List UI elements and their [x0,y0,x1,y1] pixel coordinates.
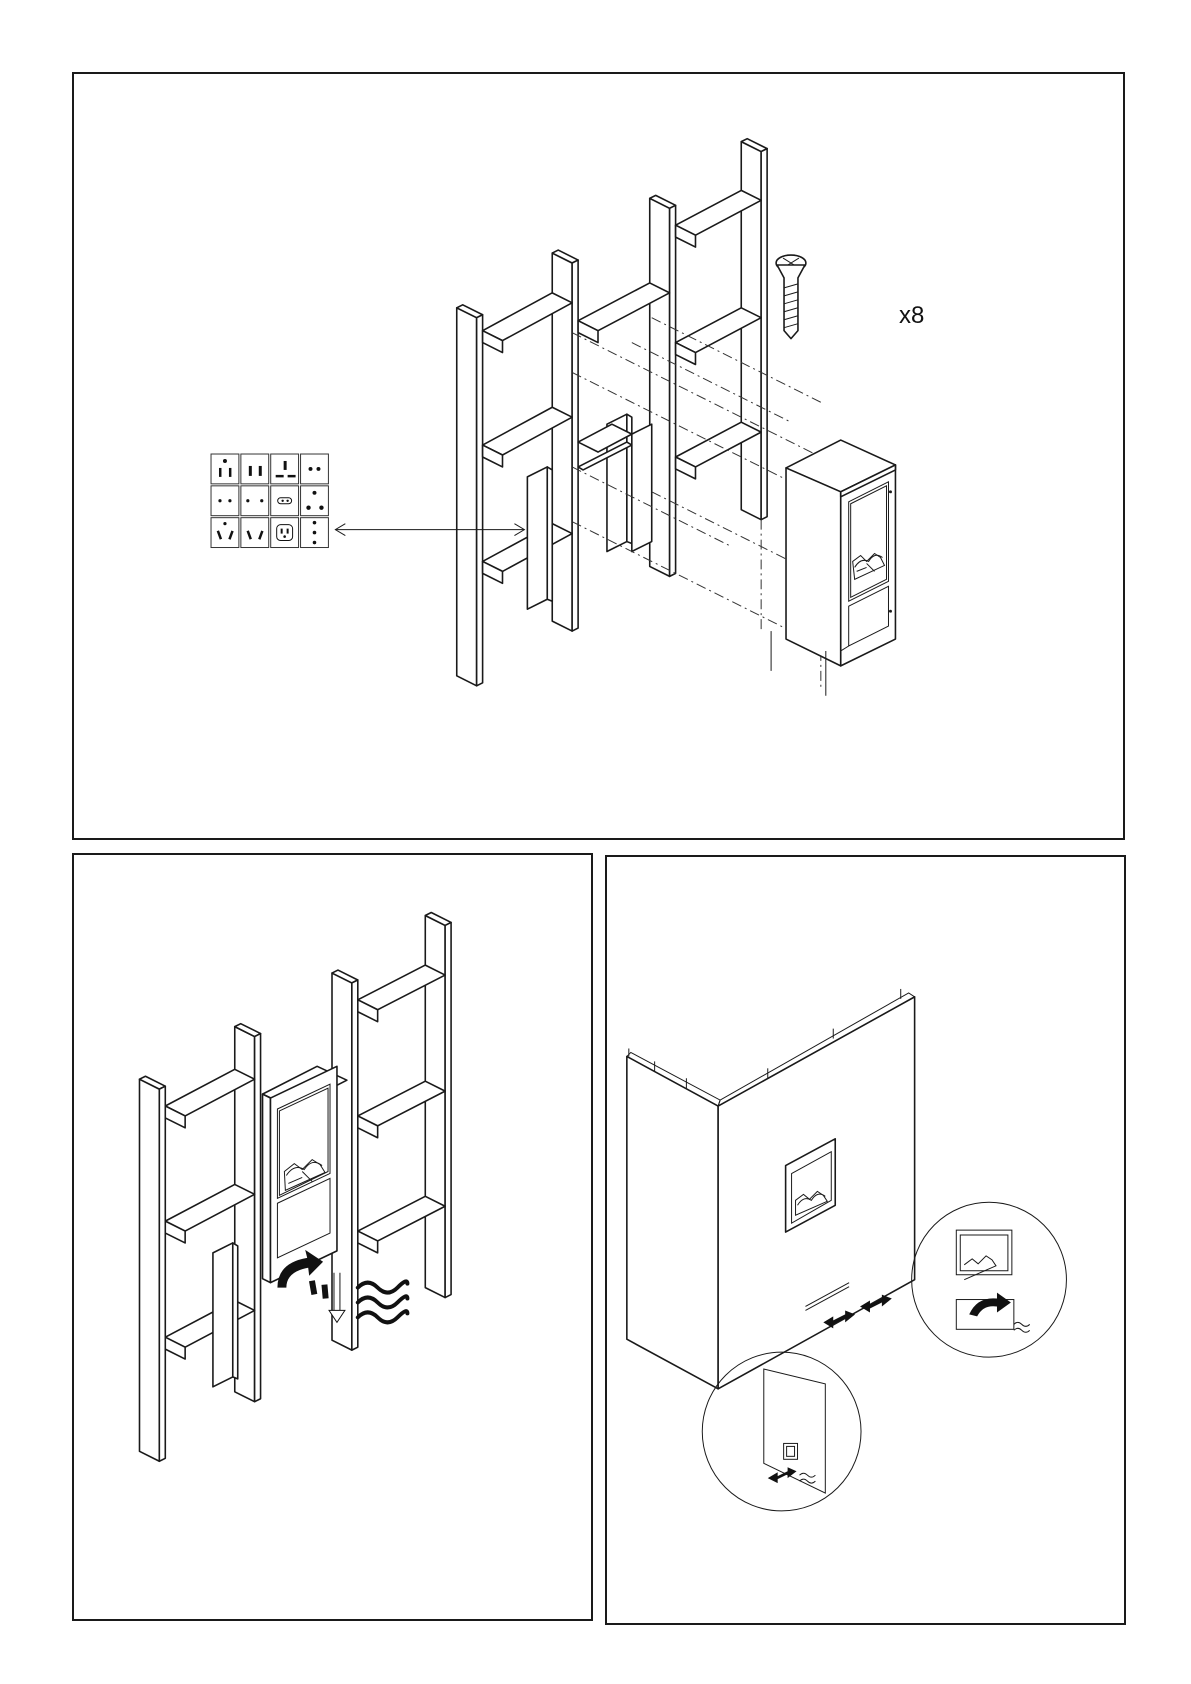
screw-icon [776,255,806,339]
step-3-panel [605,855,1126,1625]
step-2-panel [72,853,593,1621]
insert-installed-illustration [74,855,591,1619]
detail-circle-right [912,1202,1067,1357]
screw-quantity-label: x8 [899,302,924,330]
fireplace-insert [263,1066,347,1282]
finished-chimney-illustration [607,857,1124,1623]
heat-waves-icon [358,1281,408,1322]
frame-assembly-illustration [74,74,1123,838]
socket-location-arrow [335,524,524,536]
fireplace-insert [771,440,895,696]
step-1-panel: x8 [72,72,1125,840]
timber-frame [457,139,767,686]
plug-type-chart [211,454,328,548]
chimney-breast-cladding [627,989,915,1389]
